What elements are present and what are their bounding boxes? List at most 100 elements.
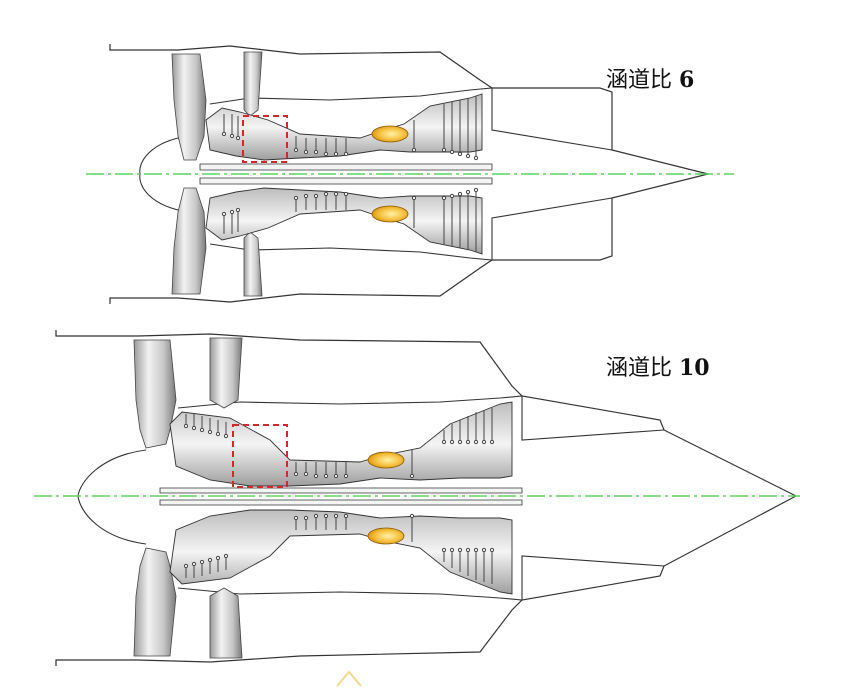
blade-row-tip	[221, 211, 227, 217]
label-value: 10	[679, 355, 710, 381]
blade-row-tip	[449, 149, 455, 155]
blade-row-tip	[207, 429, 213, 435]
blade-row-tip	[323, 191, 329, 197]
fan-blade-bottom	[171, 187, 207, 295]
core-casing-bottom	[209, 197, 613, 261]
blade-row-tip	[199, 559, 205, 565]
blade-row-tip	[323, 473, 329, 479]
blade-row-tip	[441, 147, 447, 153]
blade-row-tip	[465, 153, 471, 159]
blade-row-tip	[481, 547, 487, 553]
core-flowpath-bottom	[169, 509, 513, 595]
blade-row-tip	[449, 547, 455, 553]
highlight-box-lp-compressor	[242, 115, 288, 163]
blade-row-tip	[343, 151, 349, 157]
fan-blade-top	[133, 339, 177, 449]
highlight-box-lp-compressor	[232, 424, 288, 488]
bypass-ratio-label-6: 涵道比 6	[606, 62, 694, 94]
blade-row-tip	[313, 473, 319, 479]
blade-row-tip	[473, 439, 479, 445]
blade-row-tip	[313, 193, 319, 199]
blade-row-tip	[235, 207, 241, 213]
bypass-ratio-label-10: 涵道比 10	[606, 350, 710, 382]
engine-bypass-10	[34, 330, 800, 666]
blade-row-tip	[303, 149, 309, 155]
core-casing-bottom	[177, 555, 665, 601]
blade-row-tip	[293, 147, 299, 153]
blade-row-tip	[303, 515, 309, 521]
blade-row-tip	[457, 547, 463, 553]
blade-row-tip	[409, 473, 415, 479]
blade-row-tip	[449, 439, 455, 445]
blade-row-tip	[183, 563, 189, 569]
core-flowpath-top	[169, 401, 513, 487]
blade-row-tip	[473, 155, 479, 161]
core-flowpath-bottom	[205, 187, 483, 255]
blade-row-tip	[333, 191, 339, 197]
guide-vane-bottom	[243, 231, 263, 297]
blade-row-tip	[215, 555, 221, 561]
combustor-flame-bottom	[371, 205, 409, 223]
blade-row-tip	[473, 547, 479, 553]
guide-vane-bottom	[209, 587, 243, 659]
blade-row-tip	[323, 513, 329, 519]
guide-vane-top	[243, 51, 263, 117]
combustor-flame-top	[367, 451, 405, 469]
blade-row-tip	[293, 471, 299, 477]
blade-row-tip	[229, 133, 235, 139]
shaft-top	[199, 163, 493, 171]
blade-row-tip	[229, 209, 235, 215]
combustor-flame-top	[371, 125, 409, 143]
blade-row-tip	[191, 561, 197, 567]
blade-row-tip	[411, 195, 417, 201]
blade-row-tip	[441, 547, 447, 553]
blade-row-tip	[473, 187, 479, 193]
blade-row-tip	[313, 513, 319, 519]
blade-row-tip	[333, 513, 339, 519]
blade-row-tip	[457, 191, 463, 197]
guide-vane-top	[209, 337, 243, 409]
core-casing-top	[209, 87, 613, 151]
blade-row-tip	[343, 513, 349, 519]
blade-row-tip	[333, 151, 339, 157]
core-casing-top	[177, 395, 665, 441]
blade-row-tip	[303, 471, 309, 477]
blade-row-tip	[457, 151, 463, 157]
spinner	[77, 449, 147, 545]
blade-row-tip	[489, 547, 495, 553]
nacelle-outline-top	[55, 330, 797, 497]
blade-row-tip	[293, 195, 299, 201]
fan-blade-top	[171, 53, 207, 161]
blade-row-tip	[411, 147, 417, 153]
blade-row-tip	[303, 193, 309, 199]
blade-row-tip	[409, 513, 415, 519]
nacelle-outline-bottom	[55, 495, 797, 666]
label-prefix: 涵道比	[606, 356, 679, 381]
shaft-bottom	[199, 177, 493, 185]
core-flowpath-top	[205, 93, 483, 161]
blade-row-tip	[223, 433, 229, 439]
blade-row-tip	[183, 423, 189, 429]
fan-blade-bottom	[133, 547, 177, 657]
blade-row-tip	[223, 553, 229, 559]
watermark-chevron-icon	[336, 670, 362, 687]
label-prefix: 涵道比	[606, 68, 679, 93]
blade-rows	[221, 96, 479, 252]
blade-row-tip	[441, 195, 447, 201]
shaft-bottom	[159, 499, 523, 506]
blade-row-tip	[465, 189, 471, 195]
blade-row-tip	[313, 149, 319, 155]
blade-row-tip	[323, 151, 329, 157]
blade-row-tip	[343, 473, 349, 479]
nacelle-outline-bottom	[109, 173, 709, 304]
blade-row-tip	[191, 425, 197, 431]
blade-row-tip	[489, 439, 495, 445]
combustor-flame-bottom	[367, 527, 405, 545]
engine-bypass-6	[86, 44, 734, 304]
blade-row-tip	[457, 439, 463, 445]
nacelle-outline-top	[109, 44, 709, 175]
blade-row-tip	[481, 439, 487, 445]
blade-row-tip	[465, 547, 471, 553]
